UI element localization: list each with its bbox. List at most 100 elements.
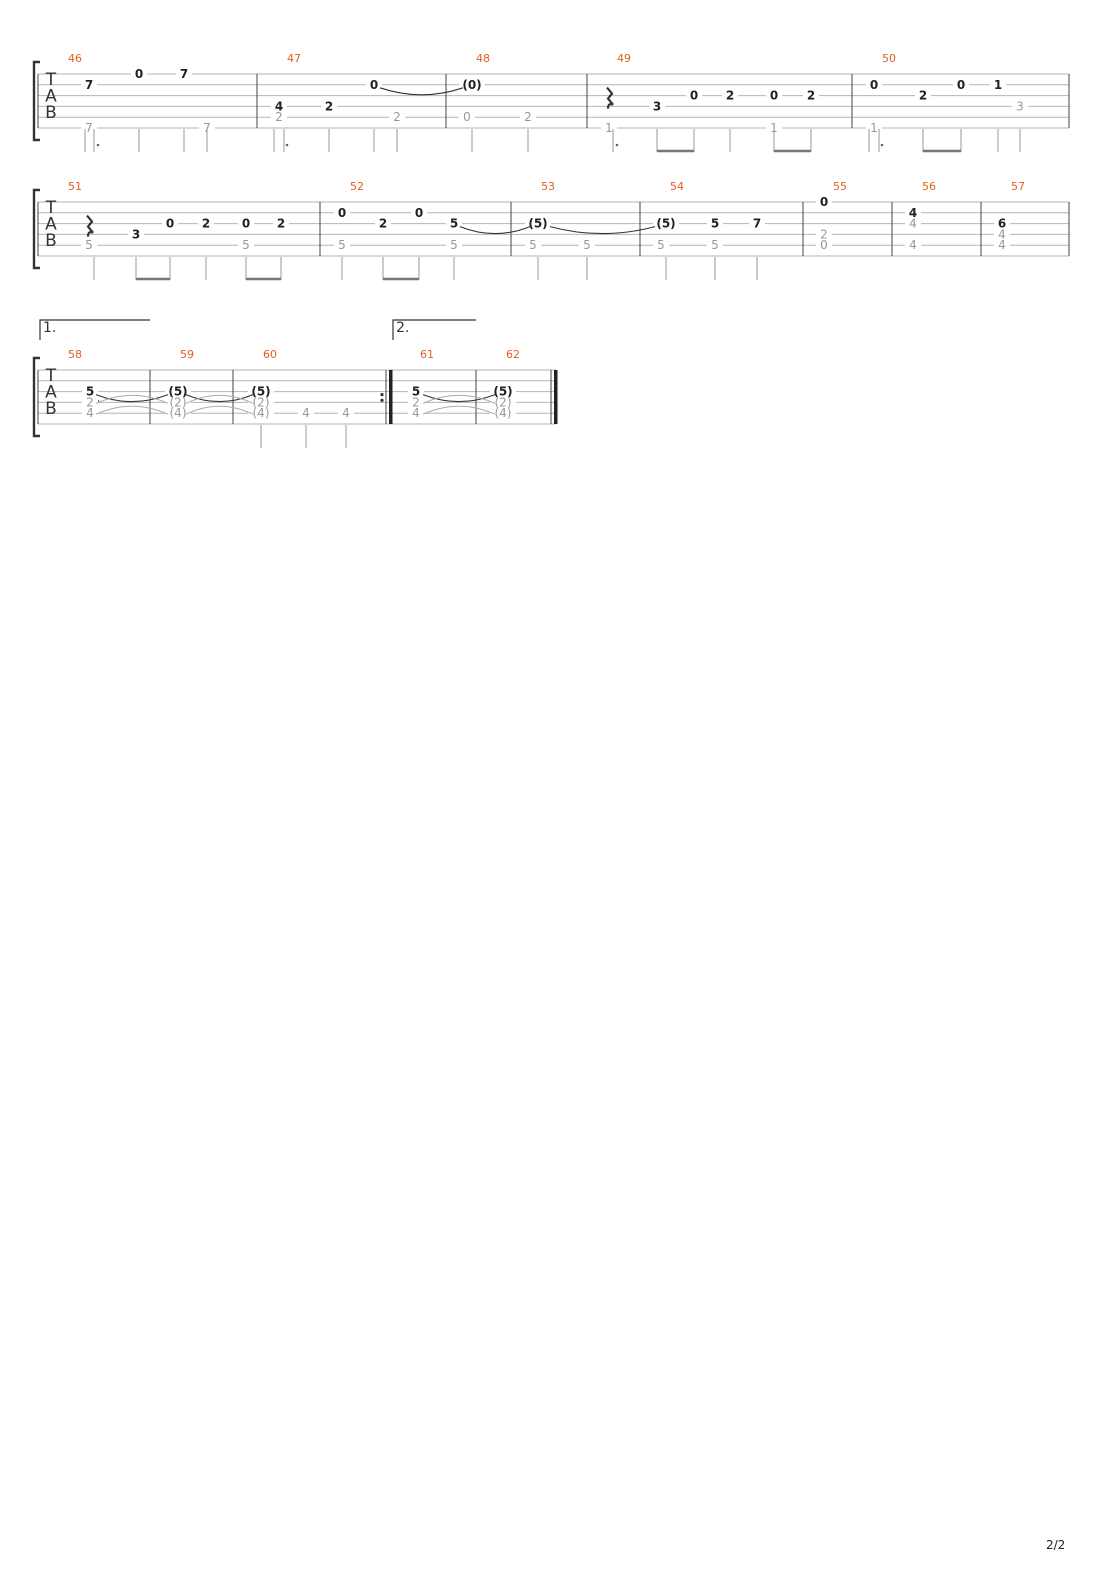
fret-number: (5) bbox=[493, 385, 512, 399]
page-number: 2/2 bbox=[1046, 1538, 1066, 1552]
fret-number: (4) bbox=[170, 406, 187, 420]
fret-number: (4) bbox=[253, 406, 270, 420]
augmentation-dot bbox=[96, 143, 100, 147]
fret-number-bg bbox=[905, 207, 921, 219]
fret-number-bg bbox=[490, 386, 516, 398]
fret-number-bg bbox=[749, 218, 765, 230]
quarter-rest bbox=[86, 214, 94, 237]
measure-number: 52 bbox=[350, 180, 364, 193]
measure-number: 56 bbox=[922, 180, 936, 193]
repeat-dot bbox=[380, 398, 384, 402]
fret-number-bg bbox=[82, 386, 98, 398]
fret-number-bg bbox=[490, 397, 516, 409]
fret-number: 3 bbox=[653, 99, 661, 113]
fret-number-bg bbox=[408, 386, 424, 398]
measure-number: 48 bbox=[476, 52, 490, 65]
fret-number-bg bbox=[375, 218, 391, 230]
fret-number-bg bbox=[707, 218, 723, 230]
fret-number-bg bbox=[238, 218, 254, 230]
fret-number: 2 bbox=[275, 110, 283, 124]
fret-number: 0 bbox=[957, 78, 965, 92]
fret-number-bg bbox=[1012, 101, 1028, 113]
fret-number: 1 bbox=[605, 121, 613, 135]
measure-number: 46 bbox=[68, 52, 82, 65]
fret-number-bg bbox=[707, 240, 723, 252]
fret-number: 7 bbox=[85, 78, 93, 92]
fret-number-bg bbox=[366, 79, 382, 91]
volta-label: 1. bbox=[43, 320, 56, 336]
measure-number: 59 bbox=[180, 348, 194, 361]
fret-number: 4 bbox=[998, 238, 1006, 252]
fret-number: 1 bbox=[770, 121, 778, 135]
fret-number: 0 bbox=[820, 238, 828, 252]
fret-number: 4 bbox=[86, 406, 94, 420]
fret-number-bg bbox=[994, 240, 1010, 252]
fret-number: 6 bbox=[998, 217, 1006, 231]
fret-number: 5 bbox=[450, 217, 458, 231]
fret-number-bg bbox=[766, 123, 782, 134]
fret-number: (4) bbox=[495, 406, 512, 420]
fret-number-bg bbox=[905, 218, 921, 230]
tie-arc bbox=[95, 405, 169, 415]
fret-number: 3 bbox=[132, 227, 140, 241]
measure-number: 54 bbox=[670, 180, 684, 193]
fret-number: 0 bbox=[135, 67, 143, 81]
fret-number: 5 bbox=[529, 238, 537, 252]
fret-number: (2) bbox=[253, 395, 270, 409]
fret-number: (2) bbox=[495, 395, 512, 409]
tab-clef-letter: B bbox=[45, 399, 57, 419]
fret-number-bg bbox=[238, 240, 254, 252]
fret-number-bg bbox=[866, 79, 882, 91]
fret-number-bg bbox=[766, 90, 782, 102]
fret-number-bg bbox=[816, 240, 832, 252]
fret-number-bg bbox=[990, 79, 1006, 91]
fret-number-bg bbox=[321, 101, 337, 113]
tab-clef-letter: A bbox=[45, 383, 57, 403]
tie-arc bbox=[95, 394, 169, 404]
fret-number-bg bbox=[490, 408, 516, 420]
measure-number: 47 bbox=[287, 52, 301, 65]
fret-number-bg bbox=[905, 240, 921, 252]
fret-number-bg bbox=[649, 101, 665, 113]
tab-clef-letter: A bbox=[45, 215, 57, 235]
fret-number: 2 bbox=[919, 89, 927, 103]
repeat-dot bbox=[380, 393, 384, 397]
fret-number: 2 bbox=[412, 395, 420, 409]
tie-arc bbox=[185, 394, 254, 404]
fret-number-bg bbox=[686, 90, 702, 102]
fret-number-bg bbox=[653, 218, 679, 230]
augmentation-dot bbox=[285, 143, 289, 147]
fret-number-bg bbox=[866, 123, 882, 134]
fret-number-bg bbox=[81, 240, 97, 252]
fret-number: 7 bbox=[753, 217, 761, 231]
measure-number: 55 bbox=[833, 180, 847, 193]
measure: 59(5)(2)(4) bbox=[165, 348, 194, 420]
fret-number: 4 bbox=[909, 206, 917, 220]
fret-number: 2 bbox=[393, 110, 401, 124]
measure-number: 51 bbox=[68, 180, 82, 193]
fret-number-bg bbox=[338, 408, 354, 420]
fret-number-bg bbox=[271, 112, 287, 124]
fret-number-bg bbox=[82, 408, 98, 420]
fret-number: (5) bbox=[528, 217, 547, 231]
fret-number-bg bbox=[459, 112, 475, 124]
fret-number-bg bbox=[165, 408, 191, 420]
fret-number: 4 bbox=[998, 227, 1006, 241]
fret-number: 5 bbox=[85, 238, 93, 252]
fret-number: 1 bbox=[994, 78, 1002, 92]
system-bracket bbox=[32, 188, 40, 270]
fret-number: 4 bbox=[909, 217, 917, 231]
fret-number: 2 bbox=[86, 395, 94, 409]
measure-number: 53 bbox=[541, 180, 555, 193]
fret-number-bg bbox=[248, 386, 274, 398]
fret-number: (5) bbox=[656, 217, 675, 231]
fret-number: 0 bbox=[870, 78, 878, 92]
fret-number: 5 bbox=[711, 217, 719, 231]
